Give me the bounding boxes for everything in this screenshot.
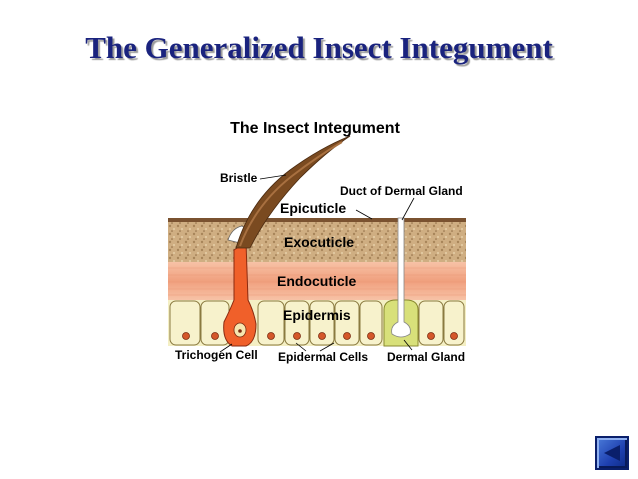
epidermal-cells xyxy=(169,300,465,346)
label-epicuticle: Epicuticle xyxy=(280,200,346,216)
cell-nuclei xyxy=(182,332,458,340)
label-exocuticle: Exocuticle xyxy=(284,234,354,250)
gland-duct xyxy=(391,217,411,338)
label-endocuticle: Endocuticle xyxy=(277,273,357,289)
exocuticle-layer xyxy=(168,222,466,262)
label-epidermis: Epidermis xyxy=(283,307,351,323)
left-arrow-icon xyxy=(604,445,620,461)
endocuticle-layer xyxy=(168,262,466,300)
bristle xyxy=(235,135,351,249)
label-dermal-gland: Dermal Gland xyxy=(387,350,465,364)
label-duct: Duct of Dermal Gland xyxy=(340,184,463,198)
epicuticle-layer xyxy=(168,218,466,222)
previous-slide-button[interactable] xyxy=(595,436,629,470)
label-epidermal-cells: Epidermal Cells xyxy=(278,350,368,364)
diagram-heading: The Insect Integument xyxy=(230,120,400,137)
slide-title: The Generalized Insect Integument xyxy=(85,30,553,65)
endocuticle-stripes xyxy=(168,267,466,296)
label-trichogen-cell: Trichogen Cell xyxy=(175,348,258,362)
label-bristle: Bristle xyxy=(220,171,258,185)
